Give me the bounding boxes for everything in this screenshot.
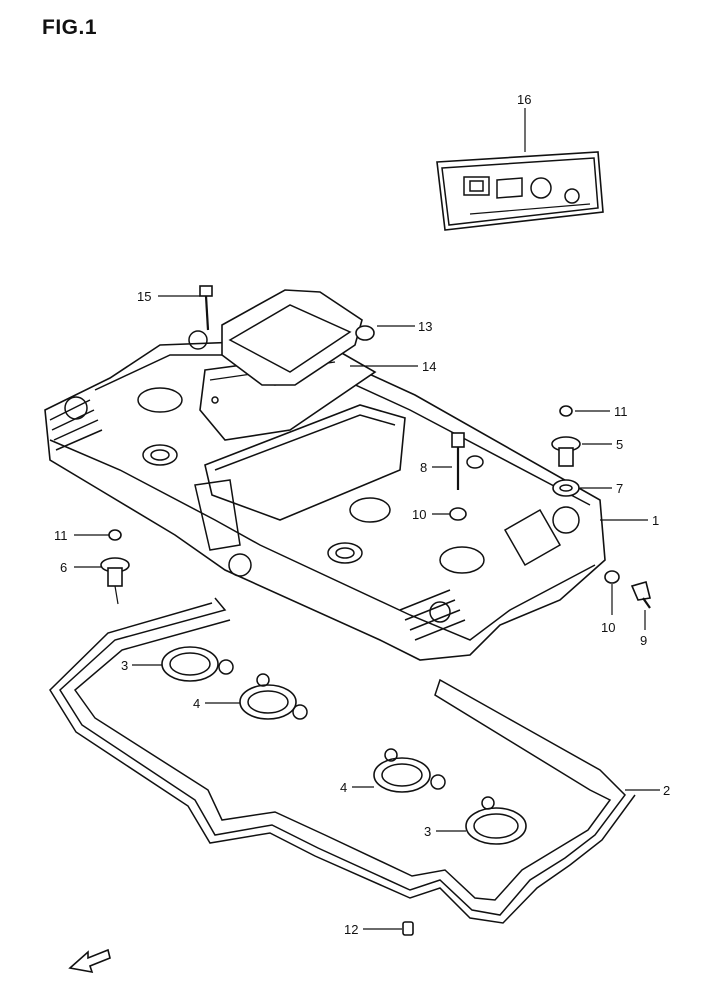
plug-part-12 [402, 921, 414, 936]
plug-hole-seal-part-4-upper [239, 673, 308, 720]
callout-16: 16 [517, 92, 531, 107]
callout-5: 5 [616, 437, 623, 452]
leader-lines [74, 108, 660, 930]
callout-10-lower: 10 [601, 620, 615, 635]
grommet-bolt-part-6 [100, 557, 130, 605]
grommet-bolt-part-5 [551, 436, 581, 467]
callout-11-lower: 11 [54, 528, 68, 543]
breather-housing [194, 404, 406, 551]
head-cover-gasket-part-2 [49, 597, 636, 924]
washer-part-10-lower [604, 570, 620, 584]
label-plate-part-16 [436, 151, 604, 231]
stud-bolt-part-8 [451, 432, 484, 490]
plug-hole-seal-part-3-lower [465, 796, 527, 845]
callout-4-lower: 4 [340, 780, 347, 795]
callout-8: 8 [420, 460, 427, 475]
callout-7: 7 [616, 481, 623, 496]
callout-2: 2 [663, 783, 670, 798]
callout-3-lower: 3 [424, 824, 431, 839]
callout-6: 6 [60, 560, 67, 575]
callout-12: 12 [344, 922, 358, 937]
callout-11-upper: 11 [614, 404, 628, 419]
cap-nut-part-11-upper [559, 405, 573, 417]
bolt-part-15 [199, 285, 213, 331]
bolt-part-9 [630, 581, 651, 609]
callout-3-upper: 3 [121, 658, 128, 673]
washer-part-7 [552, 479, 580, 497]
callout-10-upper: 10 [412, 507, 426, 522]
plug-hole-seal-part-4-lower [373, 748, 446, 793]
callout-13: 13 [418, 319, 432, 334]
breather-cover-part-13 [221, 289, 375, 386]
callout-9: 9 [640, 633, 647, 648]
callout-1: 1 [652, 513, 659, 528]
cap-nut-part-11-lower [108, 529, 122, 541]
washer-part-10-upper [449, 507, 467, 521]
plug-hole-seal-part-3-upper [161, 646, 234, 682]
forward-arrow-icon [68, 948, 111, 974]
callout-15: 15 [137, 289, 151, 304]
callout-4-upper: 4 [193, 696, 200, 711]
figure-title: FIG.1 [42, 16, 98, 39]
callout-14: 14 [422, 359, 436, 374]
callout-labels: 16 15 13 14 11 5 8 7 10 1 11 6 10 9 3 4 … [54, 92, 670, 937]
